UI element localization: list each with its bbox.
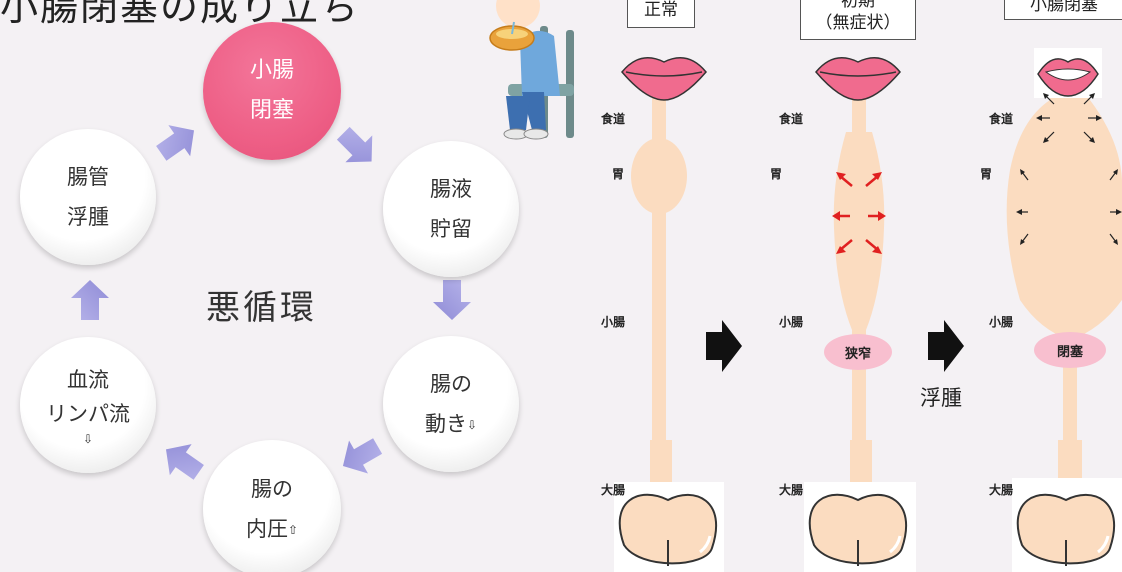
label-esophagus-1: 食道	[601, 112, 626, 126]
node-obstruction-line2: 閉塞	[249, 98, 294, 123]
label-esophagus-3: 食道	[989, 112, 1014, 126]
label-large-intestine-3: 大腸	[989, 483, 1014, 497]
node-obstruction-line1: 小腸	[249, 58, 294, 83]
node-motility: 腸の 動き⇩	[383, 336, 519, 472]
node-bloodflow-line2: リンパ流	[46, 402, 130, 426]
down-arrow-icon: ⇩	[82, 432, 94, 446]
vicious-cycle-label: 悪循環	[206, 288, 317, 328]
cycle-arrow-4	[165, 444, 204, 480]
node-pressure-text: 内圧	[245, 516, 288, 541]
cycle-arrow-6	[156, 125, 195, 161]
vomiting-child-icon	[489, 0, 574, 140]
lips-normal	[621, 57, 707, 101]
obstruction-label: 閉塞	[1056, 345, 1083, 360]
stage-normal-title: 正常	[644, 0, 678, 20]
node-pressure-line2: 内圧⇧	[246, 509, 298, 550]
node-pressure-line1: 腸の	[251, 476, 293, 501]
label-large-intestine-1: 大腸	[601, 483, 626, 497]
transition-arrow-2	[928, 320, 964, 372]
stage-tag-obstruction: 小腸閉塞	[1004, 0, 1122, 20]
down-arrow-icon: ⇩	[466, 417, 478, 432]
label-stomach-1: 胃	[612, 167, 625, 181]
node-obstruction: 小腸 閉塞	[203, 22, 341, 160]
stage-tag-early: 初期 （無症状）	[800, 0, 916, 40]
tract-normal	[614, 90, 724, 572]
cycle-arrow-5	[71, 280, 109, 320]
cycle-arrow-3	[342, 438, 383, 474]
node-motility-text: 動き	[424, 411, 467, 436]
label-stomach-3: 胃	[980, 167, 993, 181]
label-small-intestine-3: 小腸	[989, 315, 1014, 329]
node-fluid-line2: 貯留	[430, 217, 472, 241]
transition-arrow-1	[706, 320, 742, 372]
node-edema-line1: 腸管	[67, 165, 109, 189]
stage-tag-normal: 正常	[627, 0, 695, 28]
label-small-intestine-1: 小腸	[601, 315, 626, 329]
pressure-arrows	[832, 172, 886, 254]
tract-obstruction	[1006, 80, 1122, 572]
node-bloodflow: 血流 リンパ流 ⇩	[20, 337, 156, 473]
stenosis-label: 狭窄	[844, 347, 871, 362]
label-esophagus-2: 食道	[779, 112, 804, 126]
up-arrow-icon: ⇧	[287, 522, 299, 537]
node-edema-line2: 浮腫	[67, 205, 109, 229]
node-pressure: 腸の 内圧⇧	[203, 440, 341, 572]
open-mouth	[1034, 48, 1102, 98]
cycle-arrow-2	[433, 280, 471, 320]
tract-early	[804, 90, 916, 572]
node-bloodflow-line1: 血流	[67, 368, 109, 392]
node-fluid-line1: 腸液	[430, 177, 472, 201]
label-stomach-2: 胃	[770, 167, 783, 181]
edema-label: 浮腫	[920, 386, 962, 410]
stage-obstruction-title: 小腸閉塞	[1030, 0, 1098, 15]
label-small-intestine-2: 小腸	[779, 315, 804, 329]
node-edema: 腸管 浮腫	[20, 129, 156, 265]
page-heading: 小腸閉塞の成り立ち	[0, 0, 361, 29]
lips-early	[815, 57, 901, 101]
stage-early-subtitle: （無症状）	[815, 13, 901, 33]
distension-arrows	[1016, 93, 1122, 245]
node-fluid: 腸液 貯留	[383, 141, 519, 277]
node-motility-line2: 動き⇩	[425, 404, 477, 445]
label-large-intestine-2: 大腸	[779, 483, 804, 497]
node-motility-line1: 腸の	[430, 371, 472, 396]
stage-early-title: 初期	[841, 0, 875, 11]
cycle-arrow-1	[336, 126, 373, 163]
